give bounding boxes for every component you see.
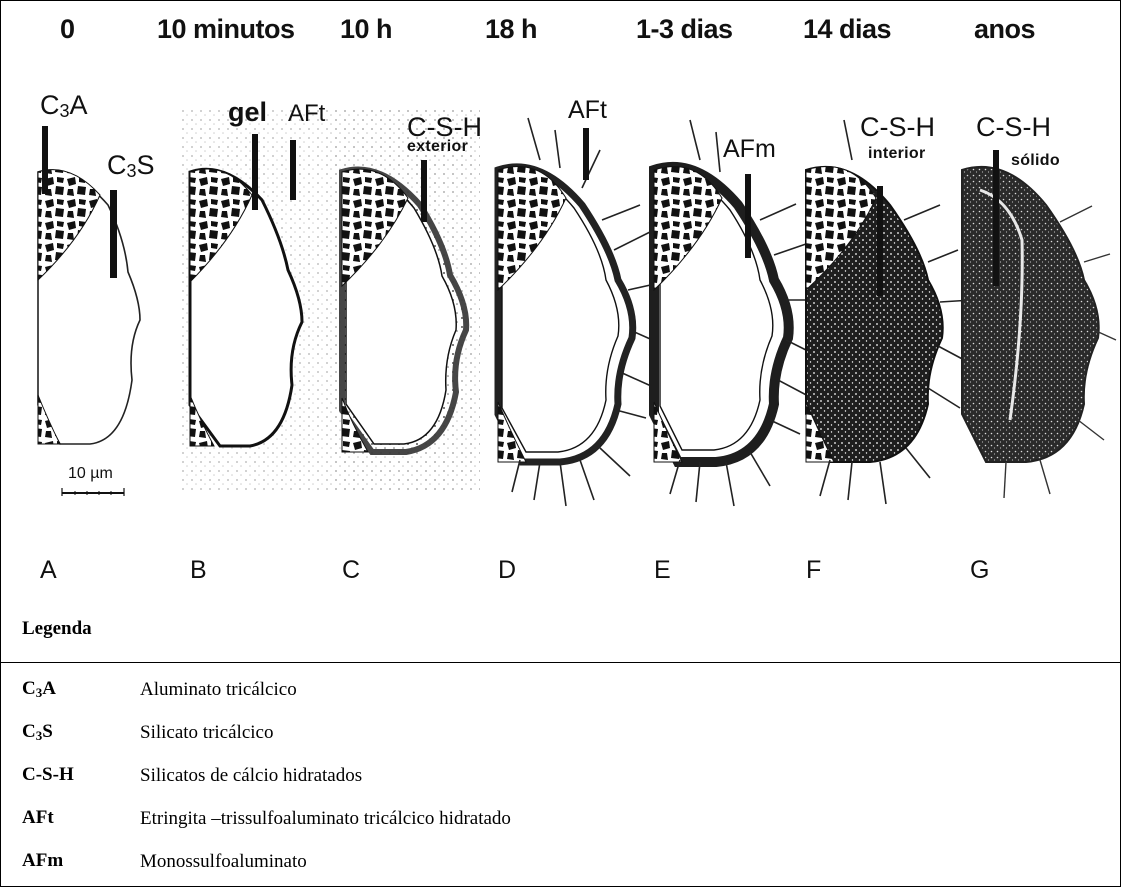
stage-g: G (970, 556, 989, 585)
label-csh-f: C-S-H (860, 112, 935, 143)
legend-abbr: C3A (22, 668, 140, 711)
label-csh-g: C-S-H (976, 112, 1051, 143)
label-exterior: exterior (407, 138, 468, 156)
panel-e-grain (654, 120, 822, 506)
panel-f-grain (806, 120, 972, 504)
legend-abbr: C3S (22, 711, 140, 754)
legend-desc: Monossulfoaluminato (140, 840, 1112, 883)
panel-d-grain (498, 118, 666, 506)
stage-f: F (806, 556, 821, 585)
legend-table: C3A Aluminato tricálcico C3S Silicato tr… (22, 668, 1112, 883)
scale-bar (62, 488, 124, 496)
legend-row: C-S-H Silicatos de cálcio hidratados (22, 754, 1112, 797)
legend-row: C3A Aluminato tricálcico (22, 668, 1112, 711)
label-aft-b: AFt (288, 100, 325, 128)
legend-divider (0, 662, 1121, 663)
panel-b-grain (180, 110, 330, 490)
stage-c: C (342, 556, 360, 585)
label-gel: gel (228, 97, 267, 128)
legend-abbr: AFm (22, 840, 140, 883)
legend-row: C3S Silicato tricálcico (22, 711, 1112, 754)
label-aft-d: AFt (568, 96, 607, 125)
scale-bar-label: 10 µm (68, 465, 113, 483)
stage-d: D (498, 556, 516, 585)
legend-desc: Silicato tricálcico (140, 711, 1112, 754)
legend-desc: Silicatos de cálcio hidratados (140, 754, 1112, 797)
stage-e: E (654, 556, 671, 585)
legend-desc: Etringita –trissulfoaluminato tricálcico… (140, 797, 1112, 840)
hydration-diagram (0, 0, 1121, 600)
label-c3s: C3S (107, 150, 155, 182)
legend-row: AFt Etringita –trissulfoaluminato tricál… (22, 797, 1112, 840)
label-afm: AFm (723, 135, 776, 164)
label-solido: sólido (1011, 152, 1060, 170)
stage-b: B (190, 556, 207, 585)
legend-desc: Aluminato tricálcico (140, 668, 1112, 711)
legend-abbr: C-S-H (22, 754, 140, 797)
stage-a: A (40, 556, 57, 585)
legend-abbr: AFt (22, 797, 140, 840)
panel-g-grain (962, 150, 1116, 498)
legend-row: AFm Monossulfoaluminato (22, 840, 1112, 883)
label-c3a: C3A (40, 90, 88, 122)
panel-c-grain (330, 110, 480, 490)
label-interior: interior (868, 145, 926, 163)
legend-title: Legenda (22, 618, 92, 640)
